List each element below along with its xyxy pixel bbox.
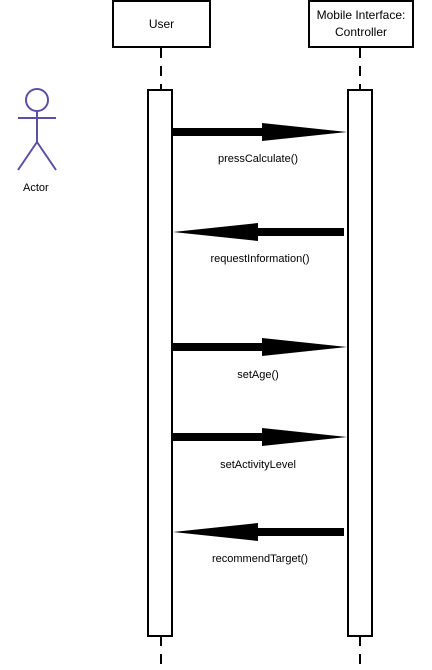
message-arrow-3 [172,338,347,356]
message-label-3: setAge() [237,369,279,381]
user-activation-bar [147,89,173,637]
lifeline-header-user: User [112,0,211,48]
controller-activation-bar [347,89,373,637]
message-label-4: setActivityLevel [220,459,296,471]
message-arrow-1 [172,123,347,141]
lifeline-header-controller: Mobile Interface: Controller [308,0,414,48]
lifeline-controller-label-line1: Mobile Interface: [316,8,406,22]
actor-stick-figure-icon [17,88,57,171]
lifeline-user-label: User [148,16,175,31]
message-arrow-2 [173,223,344,241]
message-label-2: requestInformation() [210,253,310,265]
lifeline-controller-label-line2: Controller [334,25,388,39]
message-arrow-5 [173,523,344,541]
actor-label: Actor [23,182,49,194]
message-arrow-4 [172,428,347,446]
message-label-1: pressCalculate() [217,153,299,165]
message-label-5: recommendTarget() [212,553,308,565]
